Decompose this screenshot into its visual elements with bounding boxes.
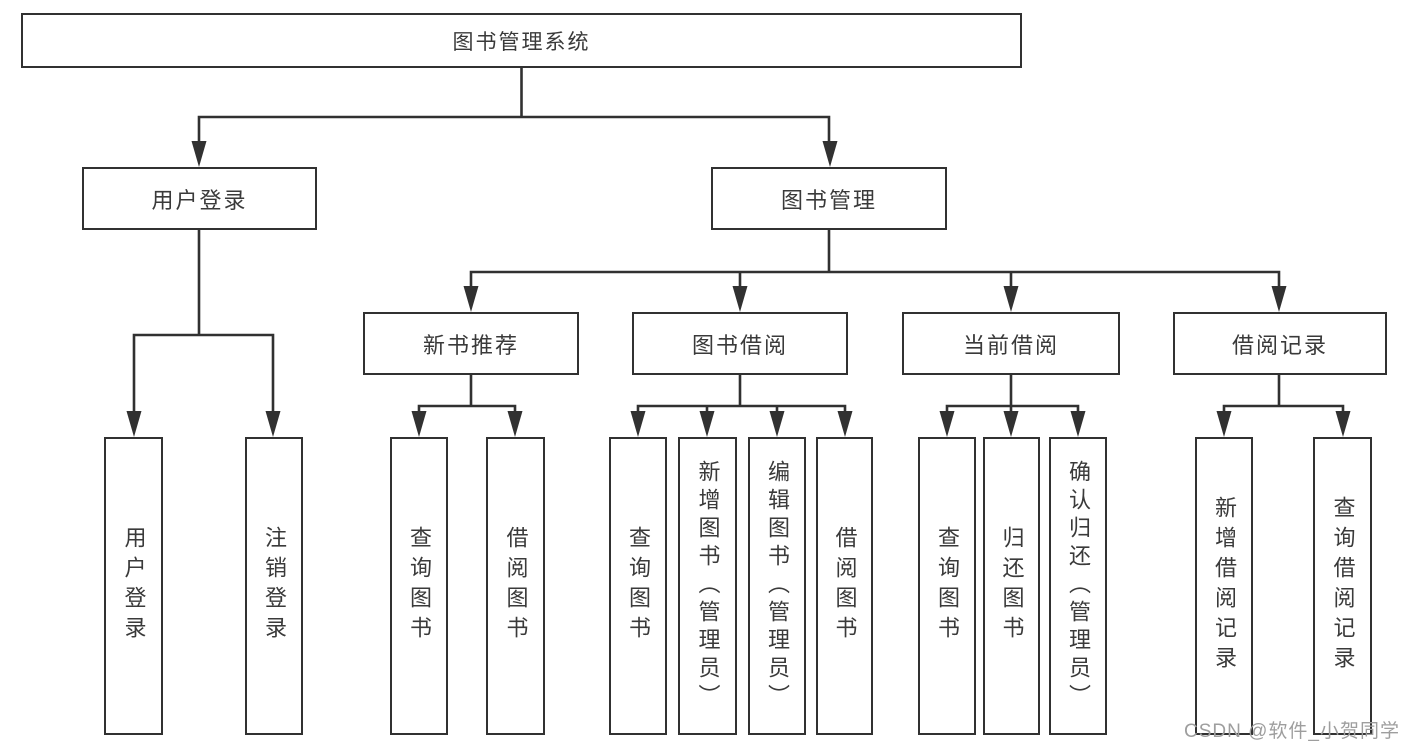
leaf-records-add-record: 新增借阅记录 — [1195, 437, 1253, 735]
csdn-watermark: CSDN @软件_小贺同学 — [1184, 721, 1400, 742]
leaf-borrow-add-books-admin: 新增图书（管理员） — [678, 437, 737, 735]
node-new-book-recommend: 新书推荐 — [363, 312, 579, 375]
leaf-current-query-books: 查询图书 — [918, 437, 976, 735]
node-user-login-label: 用户登录 — [151, 187, 248, 213]
node-library-management-system-label: 图书管理系统 — [452, 30, 591, 54]
leaf-logout-label: 注销登录 — [262, 526, 287, 646]
node-book-management: 图书管理 — [711, 167, 947, 230]
node-book-management-label: 图书管理 — [780, 187, 877, 213]
node-current-borrowing-label: 当前借阅 — [962, 332, 1059, 358]
leaf-user-login-label: 用户登录 — [121, 526, 147, 646]
node-current-borrowing: 当前借阅 — [902, 312, 1120, 375]
node-user-login: 用户登录 — [82, 167, 317, 230]
leaf-newbook-query-books-label: 查询图书 — [407, 526, 432, 646]
leaf-user-login: 用户登录 — [104, 437, 163, 735]
leaf-logout: 注销登录 — [245, 437, 303, 735]
leaf-borrow-borrow-books: 借阅图书 — [816, 437, 873, 735]
leaf-borrow-query-books: 查询图书 — [609, 437, 667, 735]
leaf-records-query-record-label: 查询借阅记录 — [1330, 496, 1356, 676]
leaf-current-query-books-label: 查询图书 — [935, 526, 960, 646]
leaf-borrow-borrow-books-label: 借阅图书 — [832, 526, 858, 646]
leaf-newbook-borrow-books: 借阅图书 — [486, 437, 545, 735]
leaf-current-return-books-label: 归还图书 — [999, 526, 1025, 646]
leaf-borrow-add-books-admin-label: 新增图书（管理员） — [695, 460, 721, 712]
leaf-borrow-query-books-label: 查询图书 — [626, 526, 651, 646]
leaf-records-add-record-label: 新增借阅记录 — [1212, 496, 1237, 676]
node-borrowing-records: 借阅记录 — [1173, 312, 1387, 375]
node-borrowing-records-label: 借阅记录 — [1231, 332, 1328, 358]
leaf-borrow-edit-books-admin: 编辑图书（管理员） — [748, 437, 806, 735]
leaf-borrow-edit-books-admin-label: 编辑图书（管理员） — [765, 460, 790, 712]
leaf-newbook-query-books: 查询图书 — [390, 437, 448, 735]
leaf-current-return-books: 归还图书 — [983, 437, 1040, 735]
leaf-current-confirm-return-admin-label: 确认归还（管理员） — [1066, 460, 1091, 712]
node-library-management-system: 图书管理系统 — [21, 13, 1022, 68]
leaf-newbook-borrow-books-label: 借阅图书 — [503, 526, 529, 646]
node-new-book-recommend-label: 新书推荐 — [422, 332, 519, 358]
node-book-borrowing: 图书借阅 — [632, 312, 848, 375]
leaf-records-query-record: 查询借阅记录 — [1313, 437, 1372, 735]
leaf-current-confirm-return-admin: 确认归还（管理员） — [1049, 437, 1107, 735]
node-book-borrowing-label: 图书借阅 — [691, 332, 788, 358]
